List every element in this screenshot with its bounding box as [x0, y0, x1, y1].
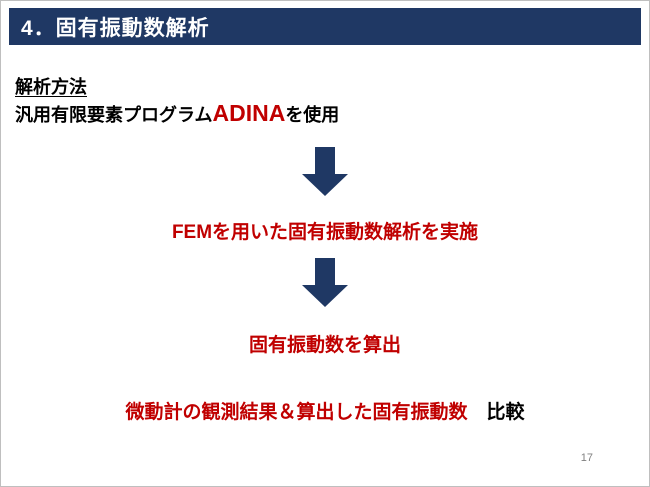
down-arrow-head [302, 285, 348, 307]
flow-step-2: 固有振動数を算出 [248, 335, 401, 356]
down-arrow-stem [315, 258, 335, 285]
comparison-gap [467, 402, 486, 423]
adina-highlight: ADINA [212, 100, 286, 126]
method-heading: 解析方法 [15, 77, 87, 97]
method-line-suffix: を使用 [285, 105, 340, 125]
method-line: 汎用有限要素プログラムADINAを使用 [15, 100, 339, 127]
page-number: 17 [580, 452, 593, 464]
comparison-black-text: 比較 [486, 402, 525, 423]
comparison-line: 微動計の観測結果＆算出した固有振動数 比較 [1, 397, 649, 424]
down-arrow-icon [1, 258, 649, 307]
down-arrow-icon [1, 147, 649, 196]
comparison-red-text: 微動計の観測結果＆算出した固有振動数 [125, 402, 468, 423]
down-arrow-stem [315, 147, 335, 174]
flow-step-1: FEMを用いた固有振動数解析を実施 [171, 222, 479, 243]
header-bar: 4．固有振動数解析 [9, 8, 641, 45]
method-line-prefix: 汎用有限要素プログラム [15, 105, 213, 125]
down-arrow-head [302, 174, 348, 196]
page-title: 4．固有振動数解析 [21, 16, 210, 40]
